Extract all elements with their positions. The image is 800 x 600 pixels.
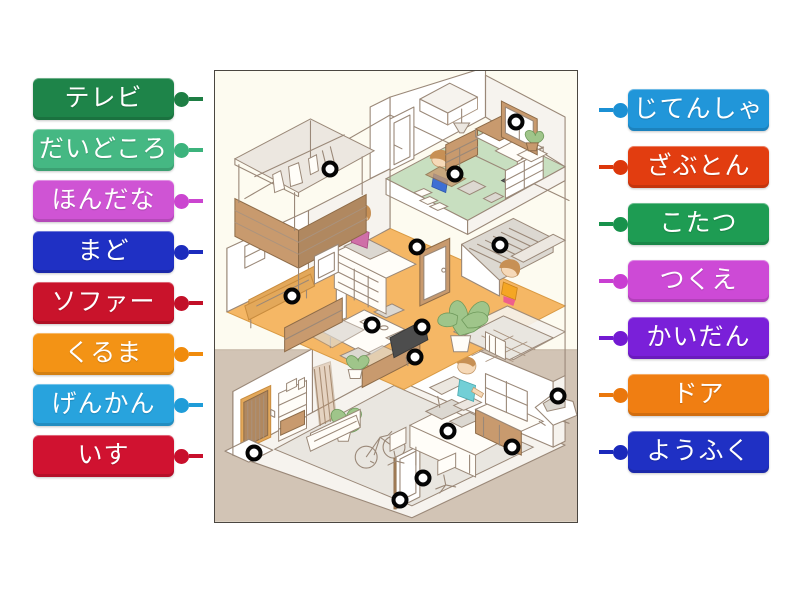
answer-chip-left-3[interactable]: まど — [33, 231, 174, 273]
answer-chip-right-6[interactable]: ようふく — [628, 431, 769, 473]
answer-chip-label: げんかん — [51, 389, 156, 418]
hotspot-interior-door[interactable] — [414, 469, 432, 487]
connector-knob[interactable] — [613, 159, 628, 175]
hotspot-study-desk[interactable] — [439, 422, 457, 440]
house-illustration: .ln{fill:none;stroke:#9a8878;stroke-widt… — [215, 71, 577, 522]
answer-chip-left-2[interactable]: ほんだな — [33, 180, 174, 222]
hotspot-living-sofa[interactable] — [283, 287, 301, 305]
connector-line — [599, 279, 613, 283]
connector-knob[interactable] — [174, 346, 189, 362]
connector-line — [599, 450, 613, 454]
connector-knob[interactable] — [613, 330, 628, 346]
answer-chip-connector-right-5 — [599, 374, 628, 416]
hotspot-parked-car[interactable] — [549, 387, 567, 405]
answer-chip-left-0[interactable]: テレビ — [33, 78, 174, 120]
answer-chip-right-3[interactable]: つくえ — [628, 260, 769, 302]
hotspot-upper-bookshelf[interactable] — [446, 165, 464, 183]
answer-chip-right-0[interactable]: じてんしゃ — [628, 89, 769, 131]
answer-chip-connector-right-2 — [599, 203, 628, 245]
answer-chip-right-5[interactable]: ドア — [628, 374, 769, 416]
answer-chip-left-5[interactable]: くるま — [33, 333, 174, 375]
answer-chip-connector-left-2 — [174, 180, 203, 222]
answer-chip-connector-left-5 — [174, 333, 203, 375]
answer-chip-left-6[interactable]: げんかん — [33, 384, 174, 426]
answer-chip-left-1[interactable]: だいどころ — [33, 129, 174, 171]
hotspot-upper-window[interactable] — [507, 113, 525, 131]
answer-chip-connector-right-4 — [599, 317, 628, 359]
answer-chip-left-4[interactable]: ソファー — [33, 282, 174, 324]
answer-chip-label: つくえ — [659, 265, 738, 294]
hotspot-staircase[interactable] — [491, 236, 509, 254]
connector-knob[interactable] — [613, 444, 628, 460]
answer-chip-label: ざぶとん — [646, 151, 751, 180]
answer-chip-right-1[interactable]: ざぶとん — [628, 146, 769, 188]
hotspot-bicycle[interactable] — [391, 491, 409, 509]
hotspot-balcony-laundry[interactable] — [321, 160, 339, 178]
connector-line — [189, 250, 203, 254]
connector-line — [599, 222, 613, 226]
connector-knob[interactable] — [174, 295, 189, 311]
connector-knob[interactable] — [613, 387, 628, 403]
connector-line — [189, 199, 203, 203]
answer-chip-label: ドア — [672, 379, 725, 408]
hotspot-front-entrance[interactable] — [245, 444, 263, 462]
answer-chip-connector-left-6 — [174, 384, 203, 426]
answer-chip-label: こたつ — [659, 208, 738, 237]
connector-knob[interactable] — [174, 193, 189, 209]
hotspot-kitchen-counter[interactable] — [408, 238, 426, 256]
connector-knob[interactable] — [613, 273, 628, 289]
hotspot-kotatsu-table[interactable] — [363, 316, 381, 334]
connector-line — [599, 108, 613, 112]
answer-chip-left-7[interactable]: いす — [33, 435, 174, 477]
answer-chip-label: じてんしゃ — [633, 94, 764, 123]
connector-line — [189, 352, 203, 356]
answer-chip-connector-right-1 — [599, 146, 628, 188]
answer-chip-connector-right-0 — [599, 89, 628, 131]
hotspot-office-chair[interactable] — [503, 438, 521, 456]
hotspot-floor-cushion[interactable] — [413, 318, 431, 336]
connector-line — [599, 393, 613, 397]
house-diagram-image: .ln{fill:none;stroke:#9a8878;stroke-widt… — [214, 70, 578, 523]
answer-chip-label: いす — [77, 440, 130, 469]
answer-chip-connector-right-3 — [599, 260, 628, 302]
connector-knob[interactable] — [174, 244, 189, 260]
answer-chip-connector-left-1 — [174, 129, 203, 171]
answer-chip-connector-left-0 — [174, 78, 203, 120]
connector-line — [189, 148, 203, 152]
answer-chip-right-2[interactable]: こたつ — [628, 203, 769, 245]
answer-chip-label: まど — [77, 236, 130, 265]
connector-knob[interactable] — [174, 397, 189, 413]
answer-chip-label: テレビ — [64, 83, 143, 112]
answer-chip-label: ようふく — [646, 436, 751, 465]
connector-line — [189, 97, 203, 101]
answer-chip-label: ソファー — [51, 287, 156, 316]
answer-chip-connector-left-3 — [174, 231, 203, 273]
connector-knob[interactable] — [613, 216, 628, 232]
answer-chip-right-4[interactable]: かいだん — [628, 317, 769, 359]
connector-line — [189, 301, 203, 305]
hotspot-television[interactable] — [406, 348, 424, 366]
connector-line — [599, 336, 613, 340]
answer-chip-label: かいだん — [646, 322, 751, 351]
connector-knob[interactable] — [174, 448, 189, 464]
connector-knob[interactable] — [174, 91, 189, 107]
answer-chip-label: くるま — [64, 338, 143, 367]
answer-chip-label: だいどころ — [38, 134, 169, 163]
connector-line — [189, 403, 203, 407]
connector-line — [599, 165, 613, 169]
answer-chip-connector-right-6 — [599, 431, 628, 473]
answer-chip-connector-left-4 — [174, 282, 203, 324]
connector-knob[interactable] — [613, 102, 628, 118]
answer-chip-label: ほんだな — [51, 185, 156, 214]
answer-chip-connector-left-7 — [174, 435, 203, 477]
connector-line — [189, 454, 203, 458]
connector-knob[interactable] — [174, 142, 189, 158]
